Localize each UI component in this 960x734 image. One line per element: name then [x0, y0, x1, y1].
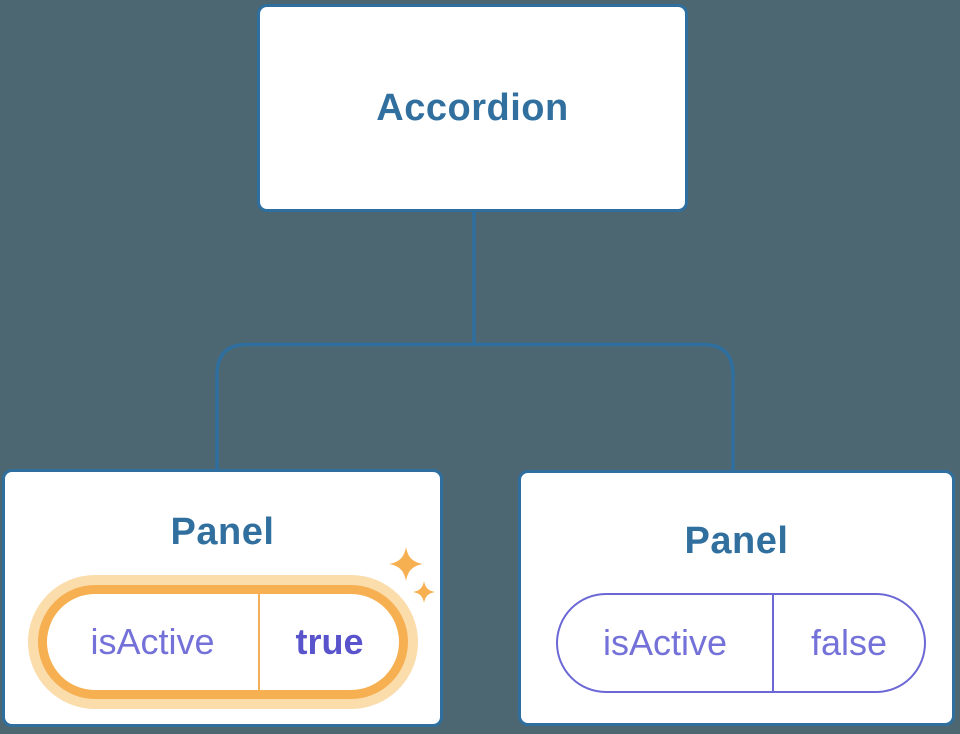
accordion-node: Accordion: [257, 4, 688, 212]
panel-node-active: Panel isActive true: [2, 469, 443, 727]
state-key-label: isActive: [47, 594, 260, 690]
accordion-node-label: Accordion: [376, 86, 569, 129]
sparkle-small: [413, 581, 435, 603]
sparkle-large: [389, 547, 423, 581]
state-key-label: isActive: [558, 595, 774, 691]
connector-branch: [215, 342, 735, 471]
state-pill-inactive: isActive false: [556, 593, 926, 693]
state-value-label: true: [295, 621, 364, 662]
state-value-label: false: [810, 622, 888, 663]
panel-title: Panel: [684, 520, 789, 562]
panel-title: Panel: [170, 511, 275, 553]
state-pill-active: isActive true: [38, 585, 408, 699]
panel-node-inactive: Panel isActive false: [518, 470, 955, 726]
